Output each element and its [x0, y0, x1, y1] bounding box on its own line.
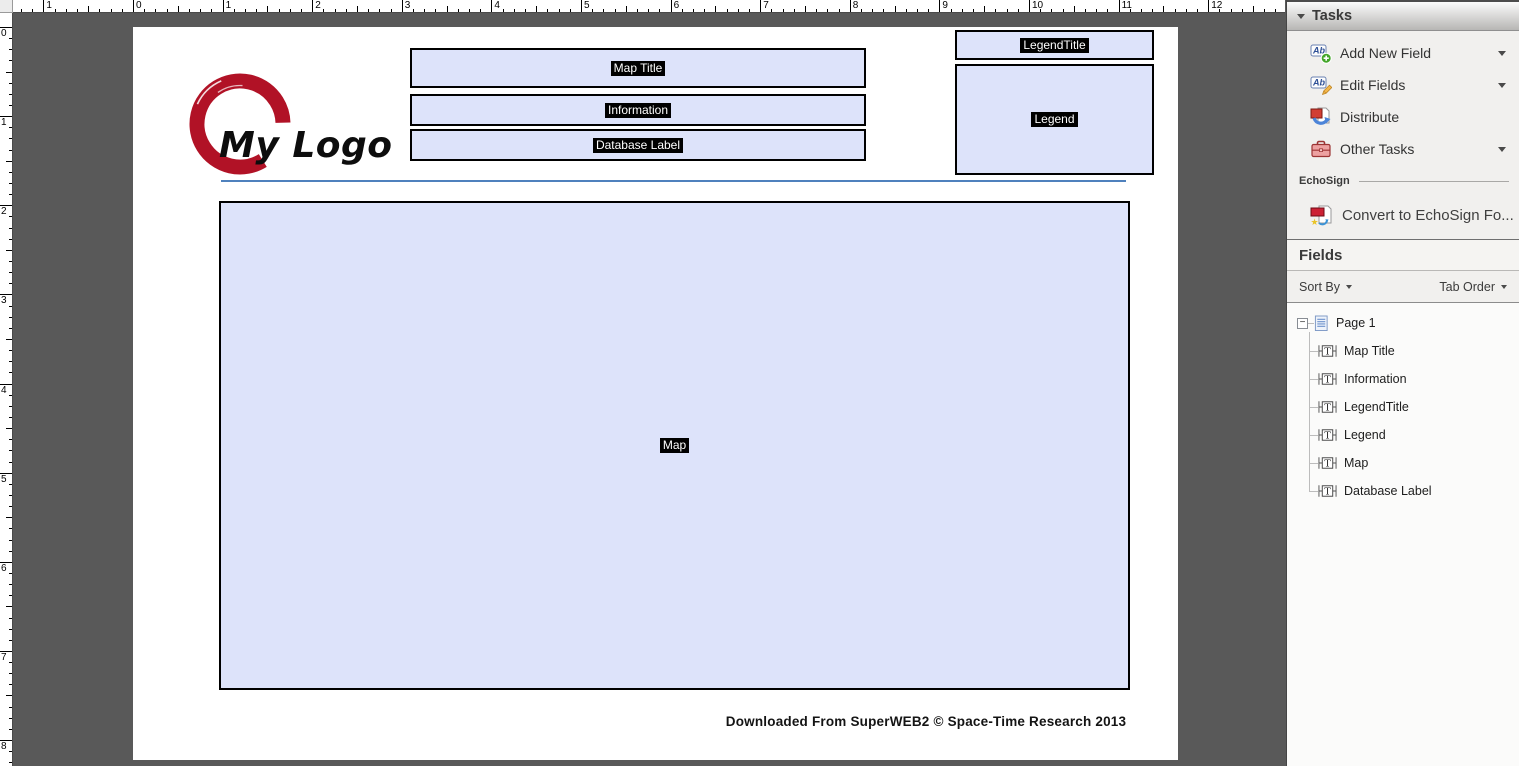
tree-node-label: Map Title	[1344, 344, 1395, 358]
tasks-panel-header[interactable]: Tasks	[1287, 0, 1519, 31]
text-field-icon: T	[1318, 373, 1337, 385]
dropdown-arrow-icon[interactable]	[1498, 147, 1506, 152]
task-label: Convert to EchoSign Fo...	[1342, 206, 1514, 224]
echosign-section-header: EchoSign	[1287, 172, 1519, 190]
page-icon	[1314, 315, 1328, 331]
tree-node-label: Legend	[1344, 428, 1386, 442]
field-label-tag: Database Label	[592, 137, 684, 153]
field-label-tag: LegendTitle	[1020, 37, 1089, 53]
task-add-new-field[interactable]: Ab Add New Field	[1287, 37, 1519, 69]
convert-to-echosign-icon: ★	[1310, 205, 1332, 227]
section-divider-line	[1358, 180, 1509, 182]
text-field-icon: T	[1318, 457, 1337, 469]
svg-text:T: T	[1324, 486, 1331, 497]
echosign-section-label: EchoSign	[1299, 175, 1350, 187]
sort-by-dropdown[interactable]: Sort By	[1299, 280, 1352, 294]
tree-node-label: LegendTitle	[1344, 400, 1409, 414]
svg-text:T: T	[1324, 346, 1331, 357]
tree-node-information[interactable]: T Information	[1287, 365, 1519, 393]
field-label-tag: Legend	[1031, 112, 1078, 127]
text-field-icon: T	[1318, 429, 1337, 441]
edit-fields-icon: Ab	[1310, 76, 1332, 96]
tree-node-label: Database Label	[1344, 484, 1432, 498]
tree-node-map[interactable]: T Map	[1287, 449, 1519, 477]
text-field-icon: T	[1318, 485, 1337, 497]
form-field-information[interactable]: Information	[410, 94, 866, 126]
fields-panel-title: Fields	[1299, 246, 1343, 264]
my-logo-image: My Logo	[189, 73, 393, 175]
field-label-tag: Map	[659, 438, 690, 453]
other-tasks-icon	[1311, 140, 1331, 158]
tree-connector	[1308, 322, 1314, 324]
distribute-icon	[1310, 107, 1331, 125]
footer-attribution-text: Downloaded From SuperWEB2 © Space-Time R…	[725, 714, 1127, 729]
task-label: Other Tasks	[1340, 141, 1415, 157]
dropdown-arrow-icon[interactable]	[1498, 51, 1506, 56]
task-convert-to-echosign[interactable]: ★ Convert to EchoSign Fo...	[1287, 199, 1519, 231]
task-other-tasks[interactable]: Other Tasks	[1287, 133, 1519, 165]
tree-node-label: Page 1	[1336, 316, 1376, 330]
task-label: Distribute	[1340, 109, 1400, 125]
tree-node-legend[interactable]: T Legend	[1287, 421, 1519, 449]
tree-node-database-label[interactable]: T Database Label	[1287, 477, 1519, 505]
header-divider-line	[221, 180, 1126, 182]
field-label-tag: Information	[604, 102, 672, 118]
ruler-corner	[0, 0, 13, 13]
pdf-page: My Logo Map Title Information Database L…	[133, 27, 1178, 760]
tree-node-label: Map	[1344, 456, 1369, 470]
svg-text:Ab: Ab	[1312, 78, 1325, 88]
task-distribute[interactable]: Distribute	[1287, 101, 1519, 133]
task-label: Edit Fields	[1340, 77, 1406, 93]
tree-node-legendtitle[interactable]: T LegendTitle	[1287, 393, 1519, 421]
collapse-arrow-icon	[1297, 13, 1305, 19]
text-field-icon: T	[1318, 401, 1337, 413]
fields-tree: − Page 1 T Map Title T Information	[1287, 303, 1519, 766]
svg-text:T: T	[1324, 458, 1331, 469]
svg-text:T: T	[1324, 402, 1331, 413]
logo-text: My Logo	[219, 125, 393, 166]
dropdown-arrow-icon	[1346, 285, 1352, 289]
tab-order-dropdown[interactable]: Tab Order	[1439, 280, 1507, 294]
svg-text:T: T	[1324, 374, 1331, 385]
tree-node-label: Information	[1344, 372, 1407, 386]
tree-node-page-1[interactable]: − Page 1	[1287, 309, 1519, 337]
task-label: Add New Field	[1340, 45, 1432, 61]
dropdown-arrow-icon	[1501, 285, 1507, 289]
form-field-database-label[interactable]: Database Label	[410, 129, 866, 161]
collapse-expander-icon[interactable]: −	[1297, 317, 1308, 329]
form-field-legend-title[interactable]: LegendTitle	[955, 30, 1154, 60]
dropdown-arrow-icon[interactable]	[1498, 83, 1506, 88]
field-label-tag: Map Title	[610, 60, 666, 76]
fields-panel-header: Fields	[1287, 239, 1519, 271]
forms-sidebar: Tasks Ab Add New Field Ab Edit Fields Di…	[1286, 0, 1519, 766]
form-field-map-title[interactable]: Map Title	[410, 48, 866, 88]
text-field-icon: T	[1318, 345, 1337, 357]
svg-text:Ab: Ab	[1312, 46, 1325, 56]
fields-sort-bar: Sort By Tab Order	[1287, 272, 1519, 303]
svg-text:T: T	[1324, 430, 1331, 441]
form-field-legend[interactable]: Legend	[955, 64, 1154, 175]
svg-text:★: ★	[1311, 217, 1319, 227]
tasks-panel-title: Tasks	[1312, 8, 1353, 24]
task-edit-fields[interactable]: Ab Edit Fields	[1287, 69, 1519, 101]
form-field-map[interactable]: Map	[219, 201, 1130, 690]
tree-node-map-title[interactable]: T Map Title	[1287, 337, 1519, 365]
add-new-field-icon: Ab	[1310, 44, 1332, 64]
